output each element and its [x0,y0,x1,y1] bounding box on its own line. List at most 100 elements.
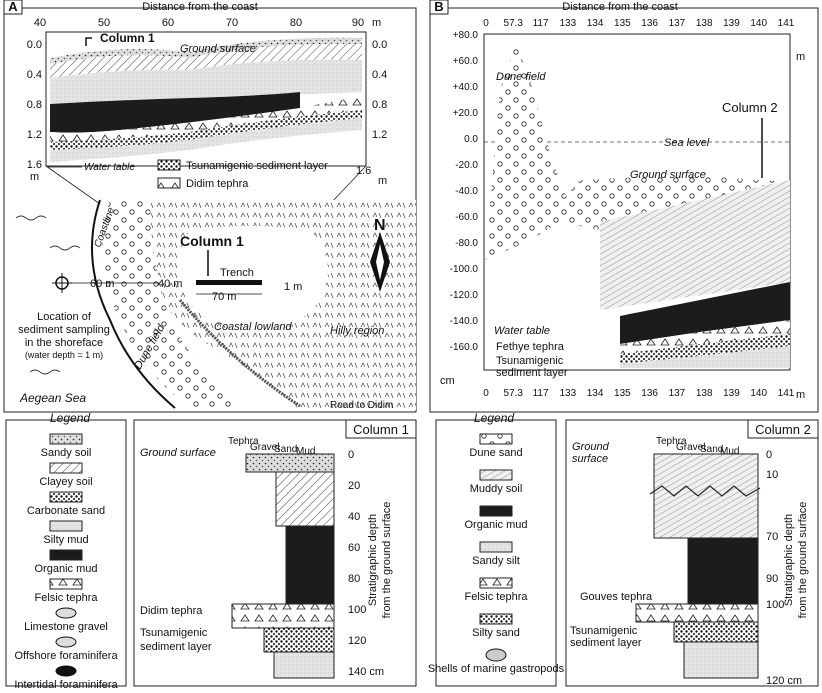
b-x-unit-bottom: m [796,389,805,401]
legend2-swatch [479,505,513,517]
b-x-tick-bottom: 136 [641,388,658,399]
c1-sandy-soil [245,453,335,473]
b-x-tick-top: 140 [750,18,767,29]
c2-muddy-soil [653,453,759,539]
legend1-item-label: Limestone gravel [24,621,108,633]
c1-clayey-soil [275,471,335,527]
legend2-item-label: Silty sand [472,627,520,639]
a-y-tick-0: 0.0 [27,39,42,51]
legend2-swatch [479,469,513,481]
b-y-tick: -160.0 [450,342,479,353]
legend1-swatch [49,462,83,474]
c2-axis-label-2: from the ground surface [797,502,809,619]
b-y-tick: -60.0 [455,212,478,223]
column-1: Column 1 Tephra Gravel Sand Mud Ground s… [133,419,417,687]
a-x-tick-40: 40 [34,17,46,29]
a-x-unit: m [372,17,381,29]
a-clayey-soil-layer [50,41,362,78]
c1-depth-tick: 140 cm [348,666,384,678]
a-map-column1-label: Column 1 [180,233,244,249]
c1-header-mud: Mud [296,446,315,457]
panel-a-x-title: Distance from the coast [142,1,258,13]
b-x-tick-bottom: 117 [533,388,549,399]
c2-ground-label-1: Ground [572,441,610,453]
b-x-tick-top: 117 [533,18,549,29]
a-column1-callout: Column 1 [100,31,155,45]
legend1-item-label: Organic mud [35,563,98,575]
c2-gouves-tephra [635,603,759,623]
c2-break-line [649,485,761,497]
b-y-tick: -40.0 [455,186,478,197]
c1-tsunami-label-1: Tsunamigenic [140,627,208,639]
column1-title: Column 1 [353,422,409,437]
a-y-tick-04-right: 0.4 [372,69,387,81]
a-zoom-line-left [45,165,101,205]
c2-header-sand: Sand [700,444,723,455]
b-tsunami-layer [620,334,790,364]
legend1-title: Legend [50,411,90,425]
b-y-tick: +80.0 [453,30,479,41]
a-lowland-label: Coastal lowland [214,321,293,333]
b-x-tick-bottom: 140 [750,388,767,399]
c1-depth-tick: 20 [348,480,360,492]
panel-a-label: A [8,0,18,14]
a-trench-bar [196,280,262,285]
a-legend-tsunami-swatch [157,159,181,171]
b-muddy-soil [600,180,790,310]
a-road-label: Road to Didim [330,400,393,411]
b-y-tick: -120.0 [450,290,479,301]
b-y-tick: -20.0 [455,160,478,171]
column-2: Column 2 Tephra Gravel Sand Mud Ground s… [565,419,819,687]
a-hilly-label: Hilly region [330,325,384,337]
legend2-item-label: Muddy soil [470,483,523,495]
c2-depth-tick: 120 cm [766,675,802,687]
c1-depth-tick: 0 [348,449,354,461]
c2-axis-label-1: Stratigraphic depth [783,514,795,606]
c2-tsunami-layer [673,621,759,643]
b-y-tick: +20.0 [453,108,479,119]
a-y-unit-right: m [378,175,387,187]
c1-tsunami-label-2: sediment layer [140,641,212,653]
b-fethye-tephra [620,320,790,354]
b-y-tick: +60.0 [453,56,479,67]
a-dist-1: 1 m [284,281,302,293]
b-x-tick-bottom: 133 [559,388,576,399]
a-sea-label: Aegean Sea [19,391,86,405]
b-x-tick-bottom: 138 [696,388,713,399]
b-x-tick-top: 137 [669,18,686,29]
legend1-swatch [55,636,77,648]
c2-header-mud: Mud [720,446,739,457]
b-sandy-silt [620,346,790,368]
a-dune-field [102,200,240,408]
a-legend-didim-swatch [157,177,181,189]
a-y-tick-0-right: 0.0 [372,39,387,51]
legend1-item-label: Sandy soil [41,447,92,459]
a-x-tick-90: 90 [352,17,364,29]
panel-a: A Distance from the coast 40 50 60 70 80… [3,0,417,413]
b-y-tick: -100.0 [450,264,479,275]
b-fethye-label: Fethye tephra [496,341,565,353]
b-y-ticks: +80.0+60.0+40.0+20.00.0-20.0-40.0-60.0-8… [450,30,479,353]
a-sampling-line4: (water depth = 1 m) [25,350,103,360]
b-x-tick-bottom: 137 [669,388,686,399]
a-y-tick-12: 1.2 [27,129,42,141]
c2-ground-label-2: surface [572,453,608,465]
a-lower-silt-layer [50,118,362,162]
b-x-tick-top: 138 [696,18,713,29]
a-sampling-marker [52,273,72,293]
c1-depth-tick: 100 [348,604,366,616]
c1-tsunami-layer [263,627,335,653]
legend2-swatch [479,541,513,553]
legend2-item-label: Dune sand [469,447,522,459]
legend1-item-label: Offshore foraminifera [14,650,118,662]
b-tsunami-label-1: Tsunamigenic [496,355,564,367]
c1-depth-tick: 120 [348,635,366,647]
a-x-tick-80: 80 [290,17,302,29]
a-sampling-line2: sediment sampling [18,324,110,336]
b-x-tick-bottom: 141 [778,388,795,399]
b-x-tick-top: 139 [723,18,740,29]
